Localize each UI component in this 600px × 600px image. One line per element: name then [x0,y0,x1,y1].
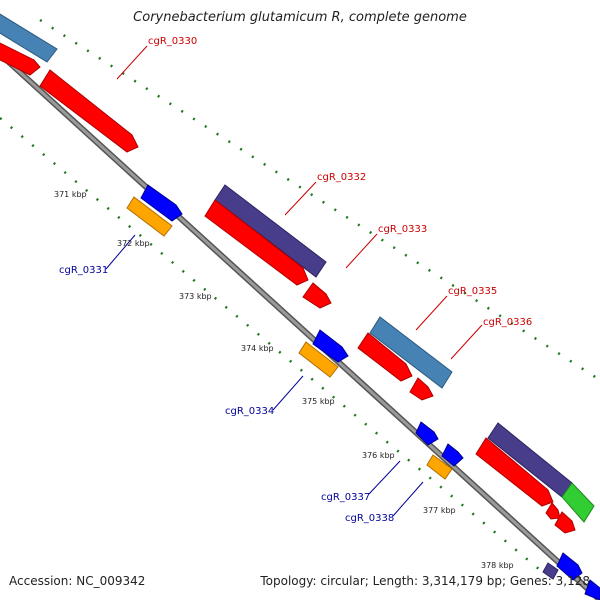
leader-0335 [415,295,448,331]
tick-label: 371 kbp [54,190,87,199]
leader-0333 [345,233,378,269]
leader-0337 [368,460,401,495]
tick-label: 376 kbp [362,451,395,460]
feature-green[interactable] [561,482,595,523]
feature-blue-0334[interactable] [312,329,349,363]
label-leader-lines [105,45,483,517]
feature-slate-0332[interactable] [214,184,327,278]
gene-label-0334[interactable]: cgR_0334 [225,406,274,417]
feature-red-0338b[interactable] [545,502,561,520]
tick-label: 375 kbp [302,397,335,406]
feature-red-0330[interactable] [39,69,139,153]
gene-label-0330[interactable]: cgR_0330 [148,36,197,47]
feature-blue-0337[interactable] [415,421,439,446]
tick-label: 374 kbp [241,344,274,353]
feature-blue-0331[interactable] [140,184,183,222]
genome-stats: Topology: circular; Length: 3,314,179 bp… [260,574,590,588]
gene-label-0337[interactable]: cgR_0337 [321,492,370,503]
feature-blue-0338[interactable] [441,443,464,467]
feature-slate-bottom[interactable] [542,562,559,580]
feature-orange-0334[interactable] [298,341,339,378]
leader-0332 [284,181,317,216]
tick-labels: 371 kbp 372 kbp 373 kbp 374 kbp 375 kbp … [54,190,514,570]
gene-label-0331[interactable]: cgR_0331 [59,265,108,276]
leader-0330 [116,45,148,80]
tick-label: 377 kbp [423,506,456,515]
feature-steelblue-0335[interactable] [369,316,453,389]
feature-blue-bottom[interactable] [556,552,583,581]
tick-label: 378 kbp [481,561,514,570]
feature-red-0333[interactable] [302,282,332,309]
tick-label: 373 kbp [179,292,212,301]
feature-red-0335[interactable] [357,332,413,382]
gene-label-0333[interactable]: cgR_0333 [378,224,427,235]
feature-red-top-a[interactable] [0,38,41,76]
feature-red-0332[interactable] [204,199,309,286]
feature-orange-0338[interactable] [426,454,453,480]
leader-0336 [450,324,483,360]
leader-0334 [272,375,304,411]
feature-red-0338c[interactable] [554,511,576,534]
gene-label-0335[interactable]: cgR_0335 [448,286,497,297]
feature-orange-0331[interactable] [126,196,173,237]
backbone [0,50,600,600]
accession-label: Accession: NC_009342 [9,574,146,588]
feature-blue-bottom-b[interactable] [584,579,600,600]
leader-0338 [392,481,424,517]
gene-features [0,8,600,600]
tick-label: 372 kbp [117,239,150,248]
feature-red-0338a[interactable] [475,437,554,507]
gene-label-0338[interactable]: cgR_0338 [345,513,394,524]
feature-red-0336[interactable] [409,377,434,401]
gene-labels: cgR_0330 cgR_0331 cgR_0332 cgR_0333 cgR_… [59,36,532,524]
leader-0331 [105,234,136,270]
gene-label-0336[interactable]: cgR_0336 [483,317,532,328]
gene-label-0332[interactable]: cgR_0332 [317,172,366,183]
map-title: Corynebacterium glutamicum R, complete g… [133,10,467,25]
feature-steelblue-top[interactable] [0,8,58,63]
